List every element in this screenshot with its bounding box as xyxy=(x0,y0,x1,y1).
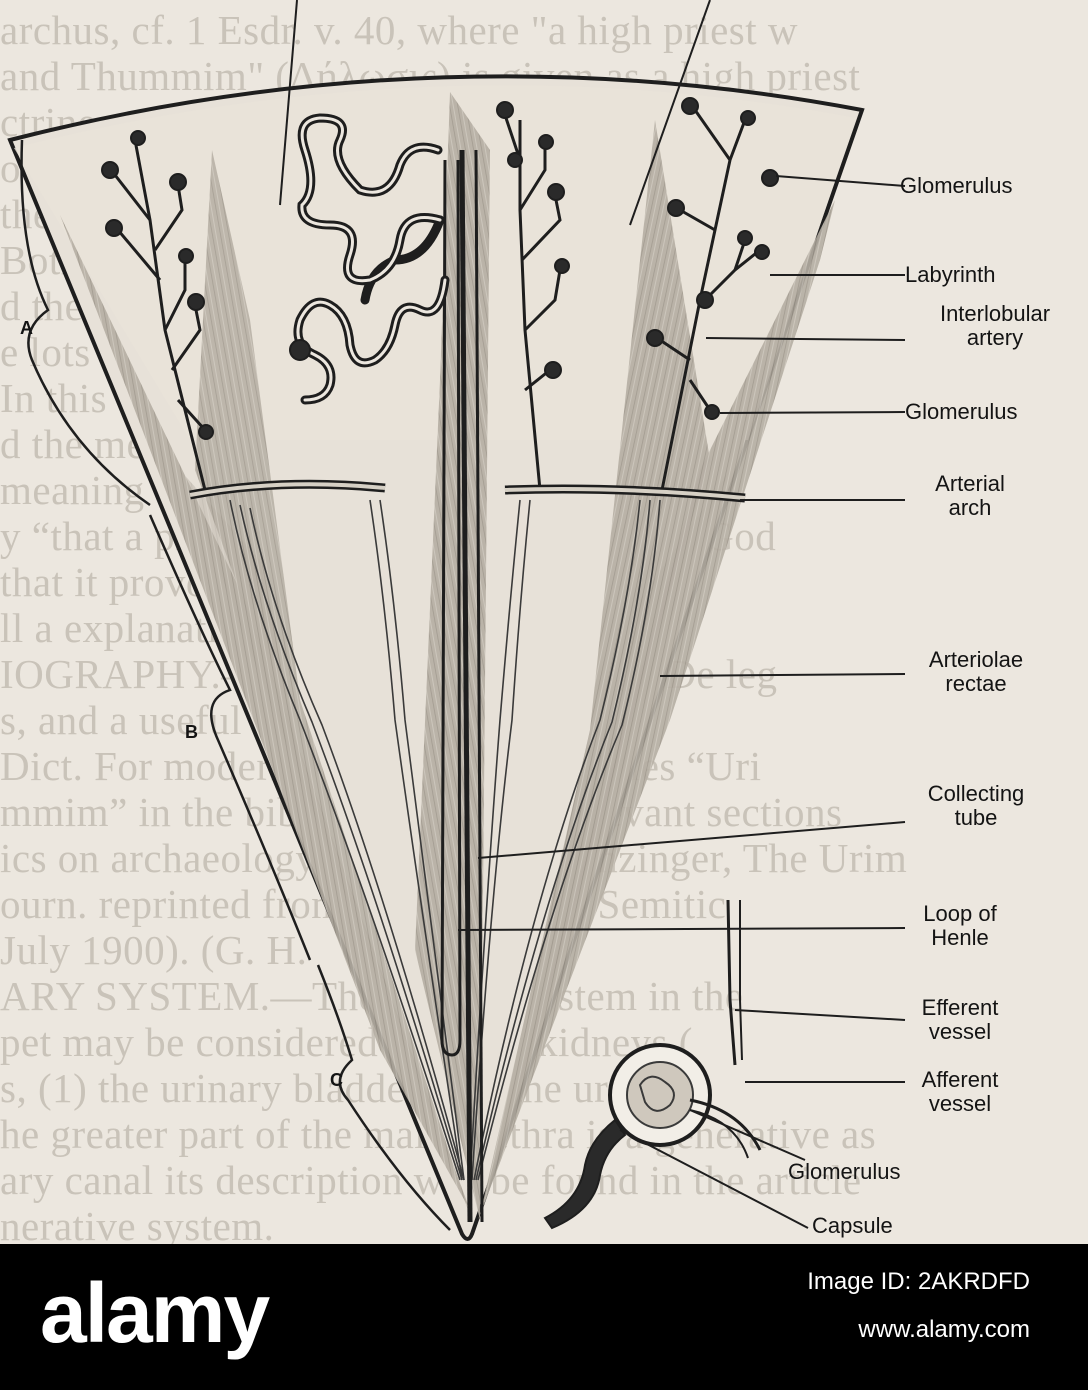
label-labyrinth: Labyrinth xyxy=(905,262,996,287)
background-text-line: nerative system. xyxy=(0,1203,275,1245)
label-afferent-vessel: Afferent vessel xyxy=(921,1067,999,1116)
interlobular-arteries xyxy=(113,109,761,491)
background-text-line: July 1900). (G. H. xyxy=(0,927,308,973)
label-collecting-tube: Collecting tube xyxy=(927,781,1025,830)
convoluted-tubule-inner xyxy=(296,116,447,402)
watermark-bar xyxy=(0,1244,1088,1390)
label-glomerulus-top: Glomerulus xyxy=(900,173,1013,198)
region-label-b: B xyxy=(185,722,198,742)
alamy-logo: alamy xyxy=(40,1266,270,1360)
label-interlobular-artery: Interlobular artery xyxy=(939,301,1051,350)
top-leader-lines xyxy=(279,0,711,226)
medullary-rays xyxy=(60,92,835,1220)
arterial-arches xyxy=(189,479,746,503)
label-capsule: Capsule xyxy=(812,1213,893,1238)
label-arterial-arch: Arterial arch xyxy=(935,471,1005,520)
image-id-text: Image ID: 2AKRDFD xyxy=(807,1268,1030,1295)
glomeruli xyxy=(101,97,779,440)
background-text-line: archus, cf. 1 Esdr. v. 40, where "a high… xyxy=(0,7,799,53)
label-loop-of-henle: Loop of Henle xyxy=(923,901,997,950)
site-url-text: www.alamy.com xyxy=(858,1316,1030,1343)
kidney-lobule-diagram xyxy=(7,0,906,1241)
background-text-line: s, (1) the urinary bladder, and the uret… xyxy=(0,1065,704,1111)
label-efferent-vessel: Efferent vessel xyxy=(921,995,999,1044)
kidney-lobule-figure: archus, cf. 1 Esdr. v. 40, where "a high… xyxy=(0,0,1088,1244)
capsule-tubule xyxy=(543,1118,627,1230)
glomerular-tuft xyxy=(626,1061,694,1129)
collecting-tube-vessel xyxy=(440,149,484,1223)
region-braces xyxy=(20,139,451,1231)
label-leader-lines xyxy=(457,175,906,1229)
label-glomerulus-bottom: Glomerulus xyxy=(788,1159,901,1184)
label-glomerulus-mid: Glomerulus xyxy=(905,399,1018,424)
region-label-c: C xyxy=(330,1070,343,1090)
glomerulus-inset xyxy=(543,899,762,1230)
region-label-a: A xyxy=(20,318,33,338)
label-arteriolae-rectae: Arteriolae rectae xyxy=(928,647,1024,696)
